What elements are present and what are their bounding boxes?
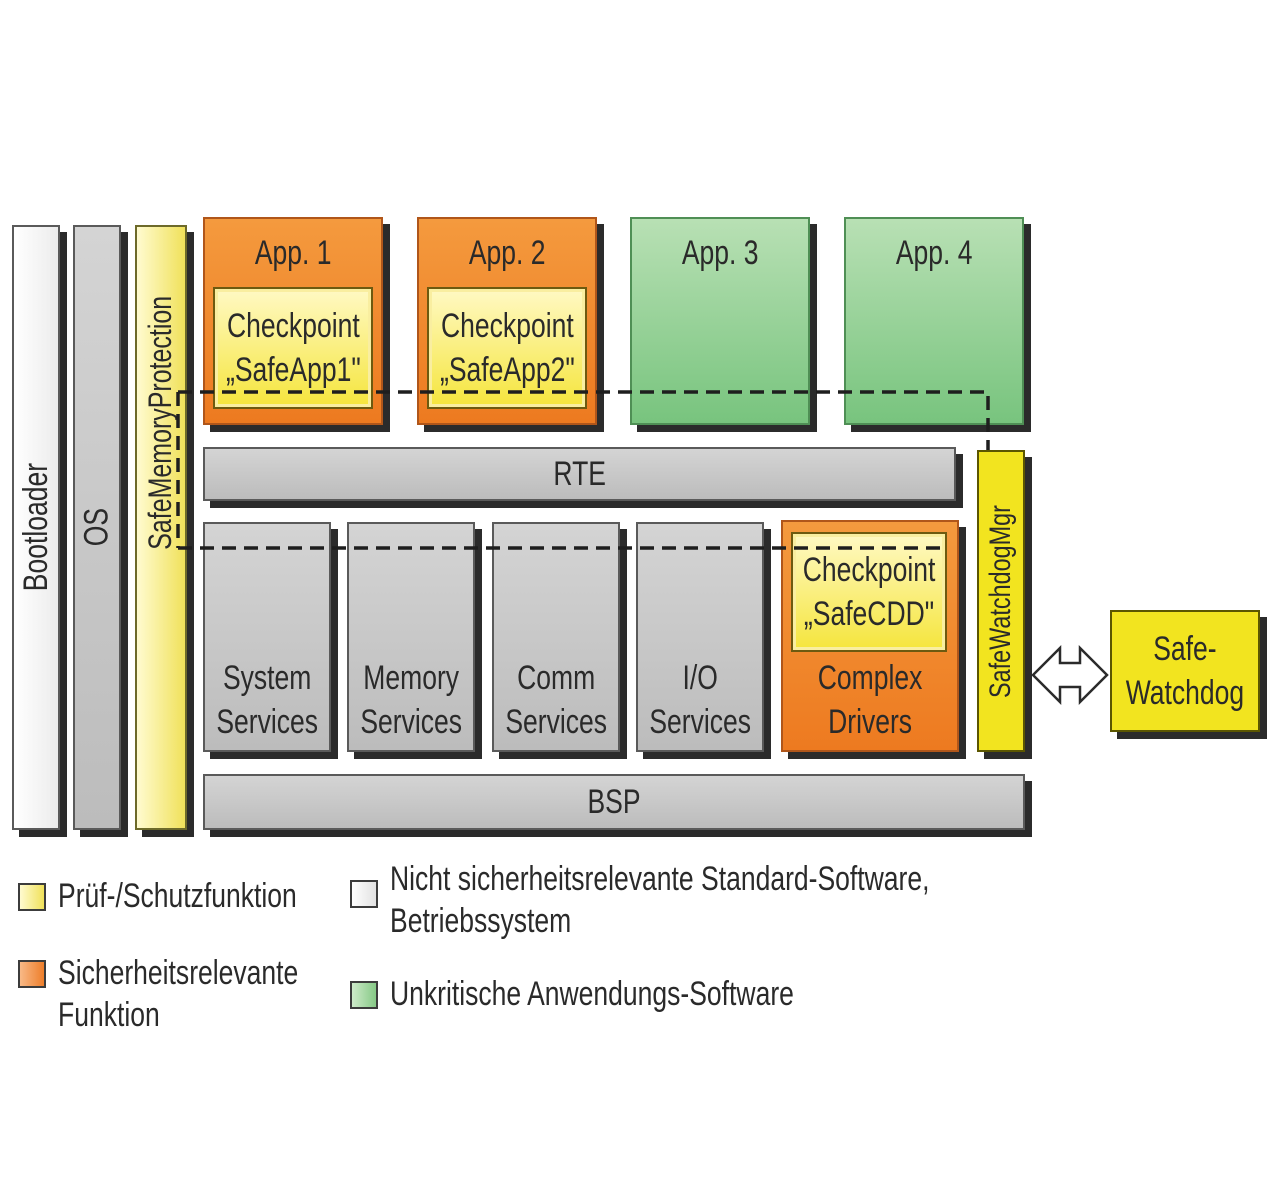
legend-item-safety-relevant: Sicherheitsrelevante Funktion: [18, 952, 366, 1036]
comm-services-label: Comm Services: [505, 658, 607, 741]
memory-services-label: Memory Services: [360, 658, 462, 741]
rte-label: RTE: [553, 454, 606, 493]
app-2-title: App. 2: [468, 234, 546, 272]
bootloader-block: Bootloader: [12, 225, 60, 830]
legend-label-check-function: Prüf-/Schutzfunktion: [58, 877, 297, 915]
legend-swatch-orange: [18, 960, 46, 988]
bsp-block: BSP: [203, 774, 1025, 830]
io-services-block: I/O Services: [636, 522, 764, 752]
legend-label-standard-software: Nicht sicherheitsrelevante Standard-Soft…: [390, 860, 930, 940]
legend-label-uncritical: Unkritische Anwendungs-Software: [390, 975, 794, 1013]
app-4-title: App. 4: [895, 234, 973, 272]
bidirectional-arrow: [1031, 644, 1109, 706]
safe-watchdog-label: Safe- Watchdog: [1125, 629, 1245, 712]
safe-watchdog-mgr-block: SafeWatchdogMgr: [977, 450, 1025, 752]
legend-item-uncritical: Unkritische Anwendungs-Software: [350, 973, 908, 1015]
memory-services-block: Memory Services: [347, 522, 475, 752]
legend-swatch-white: [350, 880, 378, 908]
system-services-label: System Services: [216, 658, 318, 741]
legend-label-safety-relevant: Sicherheitsrelevante Funktion: [58, 954, 299, 1034]
complex-drivers-label: Complex Drivers: [817, 658, 923, 741]
os-block: OS: [73, 225, 121, 830]
checkpoint-safeapp1: Checkpoint „SafeApp1": [213, 287, 373, 409]
legend-swatch-green: [350, 981, 378, 1009]
legend-swatch-yellow: [18, 883, 46, 911]
checkpoint-safecdd-label: Checkpoint „SafeCDD": [802, 550, 936, 633]
checkpoint-safecdd: Checkpoint „SafeCDD": [791, 532, 947, 652]
rte-block: RTE: [203, 447, 956, 501]
io-services-label: I/O Services: [649, 658, 751, 741]
app-1-title: App. 1: [254, 234, 332, 272]
bsp-label: BSP: [587, 782, 641, 821]
checkpoint-safeapp1-label: Checkpoint „SafeApp1": [225, 306, 361, 389]
checkpoint-safeapp2: Checkpoint „SafeApp2": [427, 287, 587, 409]
legend-item-check-function: Prüf-/Schutzfunktion: [18, 875, 364, 917]
comm-services-block: Comm Services: [492, 522, 620, 752]
dashed-line-apps: [178, 390, 990, 450]
app-3-title: App. 3: [681, 234, 759, 272]
safe-watchdog-block: Safe- Watchdog: [1110, 610, 1260, 732]
legend-item-standard-software: Nicht sicherheitsrelevante Standard-Soft…: [350, 858, 1082, 942]
system-services-block: System Services: [203, 522, 331, 752]
complex-drivers-block: Complex Drivers Checkpoint „SafeCDD": [781, 520, 959, 752]
checkpoint-safeapp2-label: Checkpoint „SafeApp2": [439, 306, 575, 389]
